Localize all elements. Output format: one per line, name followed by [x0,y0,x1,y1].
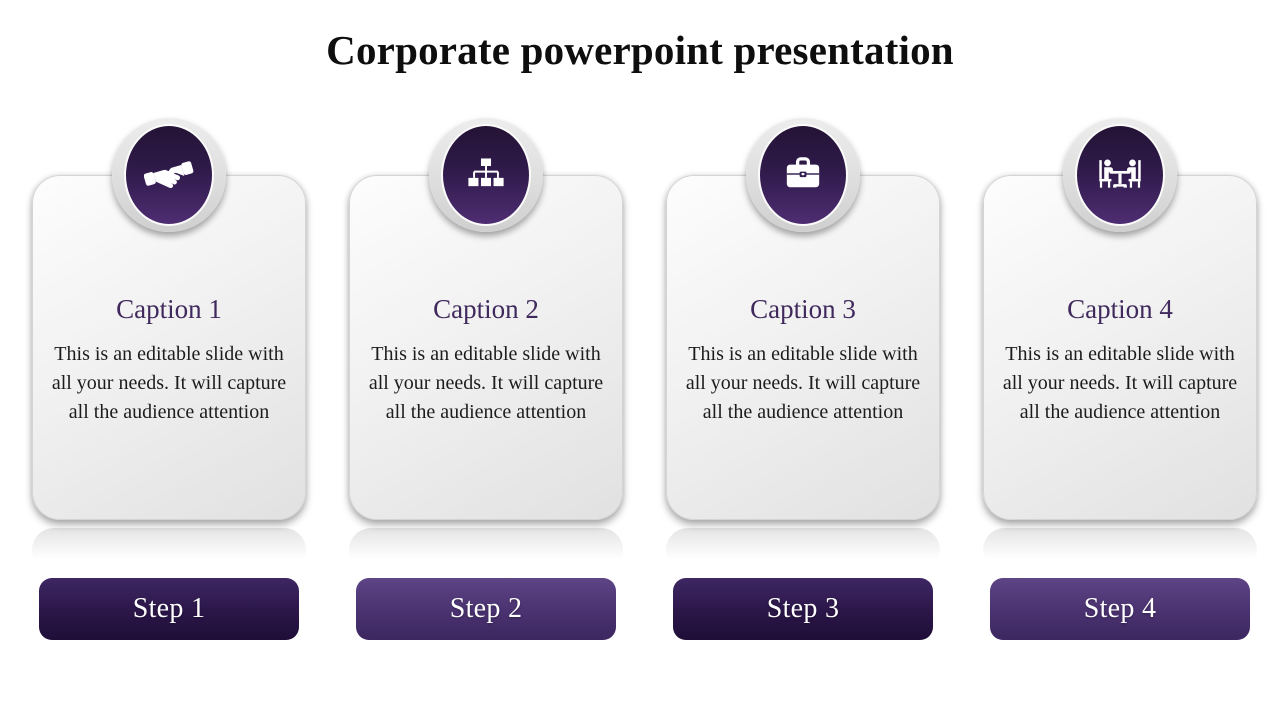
org-chart-icon [468,158,504,187]
cards-row: Caption 1 This is an editable slide with… [32,118,1257,640]
step-button-3[interactable]: Step 3 [673,578,933,640]
card-caption: Caption 2 [433,294,539,324]
card-body-text: This is an editable slide with all your … [51,343,287,423]
card-caption: Caption 1 [116,294,222,324]
step-button-1[interactable]: Step 1 [39,578,299,640]
step-button-4[interactable]: Step 4 [990,578,1250,640]
icon-badge-circle [758,124,848,226]
card-body-text: This is an editable slide with all your … [685,343,921,423]
card-column-3: Caption 3 This is an editable slide with… [666,118,940,640]
card-caption: Caption 4 [1067,294,1173,324]
handshake-icon [144,161,194,189]
briefcase-icon [786,157,820,188]
icon-badge-1 [112,118,226,232]
card-column-1: Caption 1 This is an editable slide with… [32,118,306,640]
icon-badge-3 [746,118,860,232]
card-body-text: This is an editable slide with all your … [1002,343,1238,423]
card-3: Caption 3 This is an editable slide with… [666,175,940,520]
card-column-4: Caption 4 This is an editable slide with… [983,118,1257,640]
card-reflection [983,528,1257,572]
card-1: Caption 1 This is an editable slide with… [32,175,306,520]
card-caption: Caption 3 [750,294,856,324]
card-2: Caption 2 This is an editable slide with… [349,175,623,520]
card-reflection [32,528,306,572]
card-reflection [349,528,623,572]
card-4: Caption 4 This is an editable slide with… [983,175,1257,520]
meeting-icon [1099,159,1141,188]
icon-badge-circle [1075,124,1165,226]
card-reflection [666,528,940,572]
page-title: Corporate powerpoint presentation [326,27,954,73]
icon-badge-4 [1063,118,1177,232]
card-body-text: This is an editable slide with all your … [368,343,604,423]
card-column-2: Caption 2 This is an editable slide with… [349,118,623,640]
icon-badge-circle [124,124,214,226]
icon-badge-circle [441,124,531,226]
icon-badge-2 [429,118,543,232]
step-button-2[interactable]: Step 2 [356,578,616,640]
